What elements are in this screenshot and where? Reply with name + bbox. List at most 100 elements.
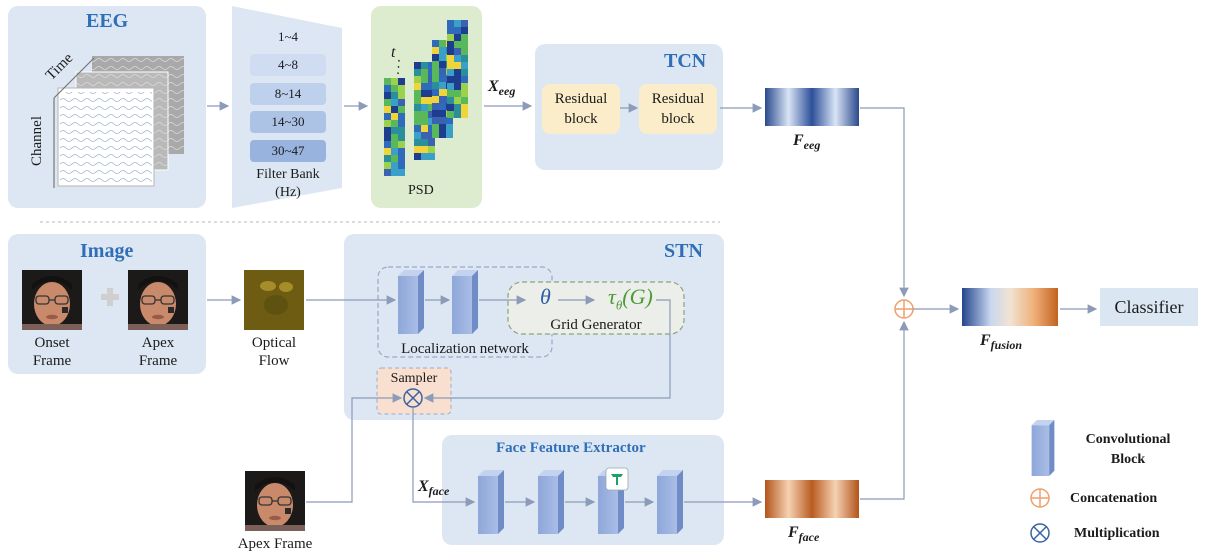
- psd-cell: [421, 146, 428, 153]
- psd-cell: [414, 76, 421, 83]
- psd-cell: [439, 68, 446, 75]
- tau-symbol: τ: [608, 284, 616, 309]
- psd-cell: [428, 97, 435, 104]
- legend-concat-label: Concatenation: [1070, 491, 1158, 506]
- f-face-sub: face: [798, 530, 820, 545]
- psd-cell: [398, 99, 405, 106]
- psd-cell: [432, 124, 439, 131]
- psd-cell: [398, 127, 405, 134]
- psd-cell: [447, 97, 454, 104]
- stn-conv-block-2: [452, 270, 478, 334]
- psd-cell: [439, 117, 446, 124]
- f-eeg-sub: eeg: [803, 138, 821, 153]
- psd-cell: [428, 90, 435, 97]
- psd-cell: [432, 75, 439, 82]
- psd-cell: [398, 169, 405, 176]
- psd-cell: [447, 41, 454, 48]
- psd-cell: [391, 141, 398, 148]
- face-conv-block-2: [538, 470, 564, 534]
- psd-cell: [398, 113, 405, 120]
- psd-cell: [414, 125, 421, 132]
- psd-cell: [414, 111, 421, 118]
- psd-cell: [384, 78, 391, 85]
- psd-cell: [421, 97, 428, 104]
- onset-frame-label: Onset Frame: [24, 334, 80, 370]
- psd-cell: [447, 104, 454, 111]
- psd-cell: [384, 162, 391, 169]
- psd-cell: [447, 55, 454, 62]
- psd-cell: [384, 134, 391, 141]
- psd-cell: [428, 125, 435, 132]
- apex-frame-bottom-label: Apex Frame: [237, 536, 313, 552]
- psd-cell: [454, 27, 461, 34]
- psd-cell: [439, 131, 446, 138]
- x-face-sub: face: [428, 484, 450, 499]
- psd-cell: [432, 40, 439, 47]
- psd-cell: [454, 97, 461, 104]
- filter-band-2: 4~8: [250, 54, 326, 76]
- residual-block-1: Residual block: [542, 84, 620, 134]
- psd-cell: [454, 104, 461, 111]
- f-eeg-main: F: [793, 132, 804, 149]
- psd-cell: [454, 20, 461, 27]
- f-fusion-label: Ffusion: [980, 332, 1022, 353]
- psd-cell: [439, 96, 446, 103]
- psd-cell: [432, 110, 439, 117]
- filter-bank-label-line2: (Hz): [275, 185, 301, 200]
- psd-cell: [454, 90, 461, 97]
- psd-cell: [439, 47, 446, 54]
- theta-label: θ: [540, 284, 551, 309]
- psd-cell: [391, 120, 398, 127]
- psd-cell: [428, 132, 435, 139]
- psd-cell: [454, 111, 461, 118]
- psd-cell: [432, 61, 439, 68]
- psd-t-label: t: [391, 44, 396, 61]
- psd-cell: [391, 92, 398, 99]
- apex-frame-label-line1: Apex: [141, 335, 175, 351]
- psd-label: PSD: [408, 183, 434, 198]
- residual-block-2-line1: Residual: [651, 91, 705, 107]
- psd-cell: [439, 110, 446, 117]
- filter-bank-label: Filter Bank (Hz): [246, 166, 330, 202]
- psd-cell: [461, 27, 468, 34]
- psd-cell: [421, 62, 428, 69]
- psd-cell: [447, 27, 454, 34]
- psd-cell: [447, 76, 454, 83]
- psd-cell: [421, 118, 428, 125]
- psd-cell: [439, 89, 446, 96]
- psd-cell: [439, 124, 446, 131]
- psd-cell: [398, 134, 405, 141]
- psd-cell: [447, 20, 454, 27]
- psd-cell: [447, 34, 454, 41]
- x-face-main: X: [418, 478, 429, 495]
- psd-cell: [428, 146, 435, 153]
- psd-cell: [454, 83, 461, 90]
- onset-frame-label-line1: Onset: [34, 335, 70, 351]
- legend-conv-line1: Convolutional: [1085, 432, 1171, 447]
- x-eeg-label: Xeeg: [488, 78, 515, 99]
- psd-cell: [428, 139, 435, 146]
- psd-cell: [432, 131, 439, 138]
- tau-label: τθ(G): [608, 286, 653, 314]
- classifier-label: Classifier: [1114, 297, 1184, 317]
- psd-cell: [421, 76, 428, 83]
- psd-cell: [421, 139, 428, 146]
- psd-cell: [461, 62, 468, 69]
- psd-cell: [446, 117, 453, 124]
- psd-cell: [384, 92, 391, 99]
- psd-cell: [428, 153, 435, 160]
- psd-cell: [384, 169, 391, 176]
- psd-cell: [432, 89, 439, 96]
- psd-cell: [414, 146, 421, 153]
- psd-cell: [439, 82, 446, 89]
- psd-cell: [461, 48, 468, 55]
- f-eeg-label: Feeg: [793, 132, 820, 153]
- psd-cell: [414, 118, 421, 125]
- filter-band-4: 14~30: [250, 111, 326, 133]
- localization-network-label: Localization network: [401, 341, 529, 357]
- psd-cell: [421, 69, 428, 76]
- face-extractor-title: Face Feature Extractor: [496, 440, 646, 456]
